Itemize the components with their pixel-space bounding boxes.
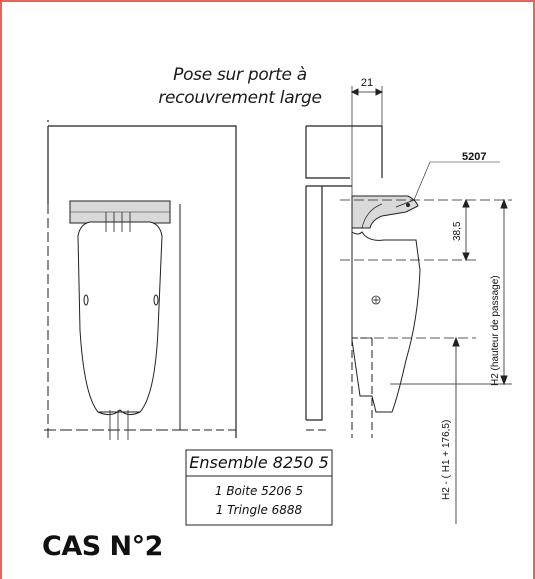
case-label: CAS N°2 xyxy=(42,531,163,562)
heading-line-2: recouvrement large xyxy=(158,88,322,108)
h2-label: H2 (hauteur de passage) xyxy=(490,275,501,386)
side-view xyxy=(305,86,512,524)
front-body xyxy=(77,221,163,413)
ensemble-title: Ensemble 8250 5 xyxy=(189,453,329,472)
front-frame-outline xyxy=(47,120,237,438)
side-mount-5207 xyxy=(351,195,419,229)
ensemble-line-2: 1 Tringle 6888 xyxy=(215,503,303,517)
ensemble-box xyxy=(185,449,333,526)
ensemble-line-1: 1 Boite 5206 5 xyxy=(214,484,304,498)
side-top-block xyxy=(305,125,383,179)
offset-label: 38,5 xyxy=(452,221,463,241)
side-body xyxy=(351,228,421,413)
h2-formula-label: H2 - ( H1 + 176,5) xyxy=(441,420,452,500)
drawing-heading: Pose sur porte à recouvrement large xyxy=(150,64,330,110)
part-ref-label: 5207 xyxy=(462,151,486,163)
gap-label: 21 xyxy=(361,77,373,89)
front-view xyxy=(44,120,237,440)
heading-line-1: Pose sur porte à xyxy=(173,65,307,85)
